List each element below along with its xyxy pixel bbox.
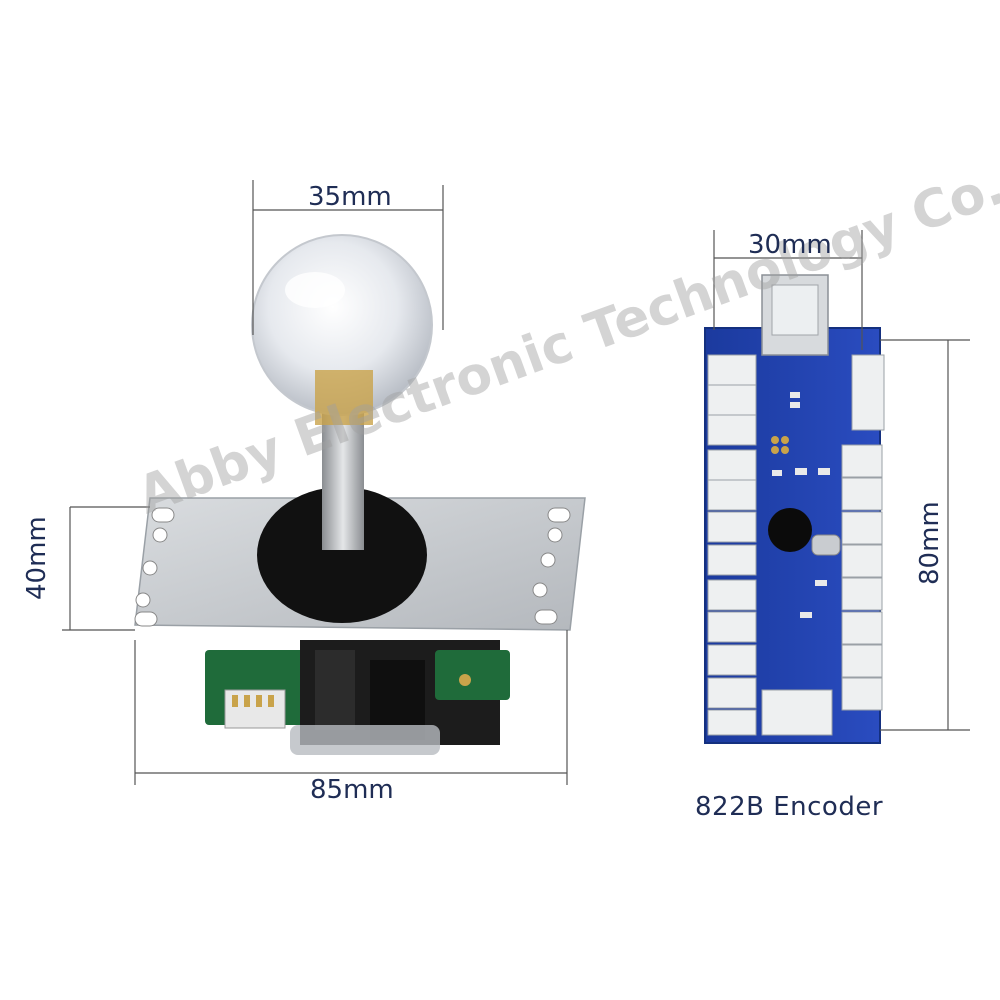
plate-holes (134, 507, 571, 627)
joystick-dimension-lines (62, 180, 568, 785)
usb-connector (761, 274, 829, 356)
board-height-label: 80mm (915, 501, 945, 585)
right-connectors (841, 354, 885, 711)
dust-washer (257, 487, 427, 623)
crystal (811, 534, 841, 556)
smd-parts (772, 392, 830, 618)
encoder-board (704, 274, 885, 744)
plate-height-label: 40mm (22, 516, 52, 600)
chip (768, 508, 812, 552)
board-width-label: 30mm (748, 230, 832, 260)
plate-width-label: 85mm (310, 775, 394, 805)
joystick-mechanism (205, 640, 510, 755)
bottom-connector (761, 689, 833, 736)
vias (771, 436, 789, 454)
encoder-caption: 822B Encoder (695, 792, 884, 822)
left-connectors (707, 354, 757, 736)
ball-width-label: 35mm (308, 182, 392, 212)
joystick (134, 234, 586, 755)
ball-top (251, 234, 433, 425)
encoder-dimension-lines (713, 230, 970, 731)
